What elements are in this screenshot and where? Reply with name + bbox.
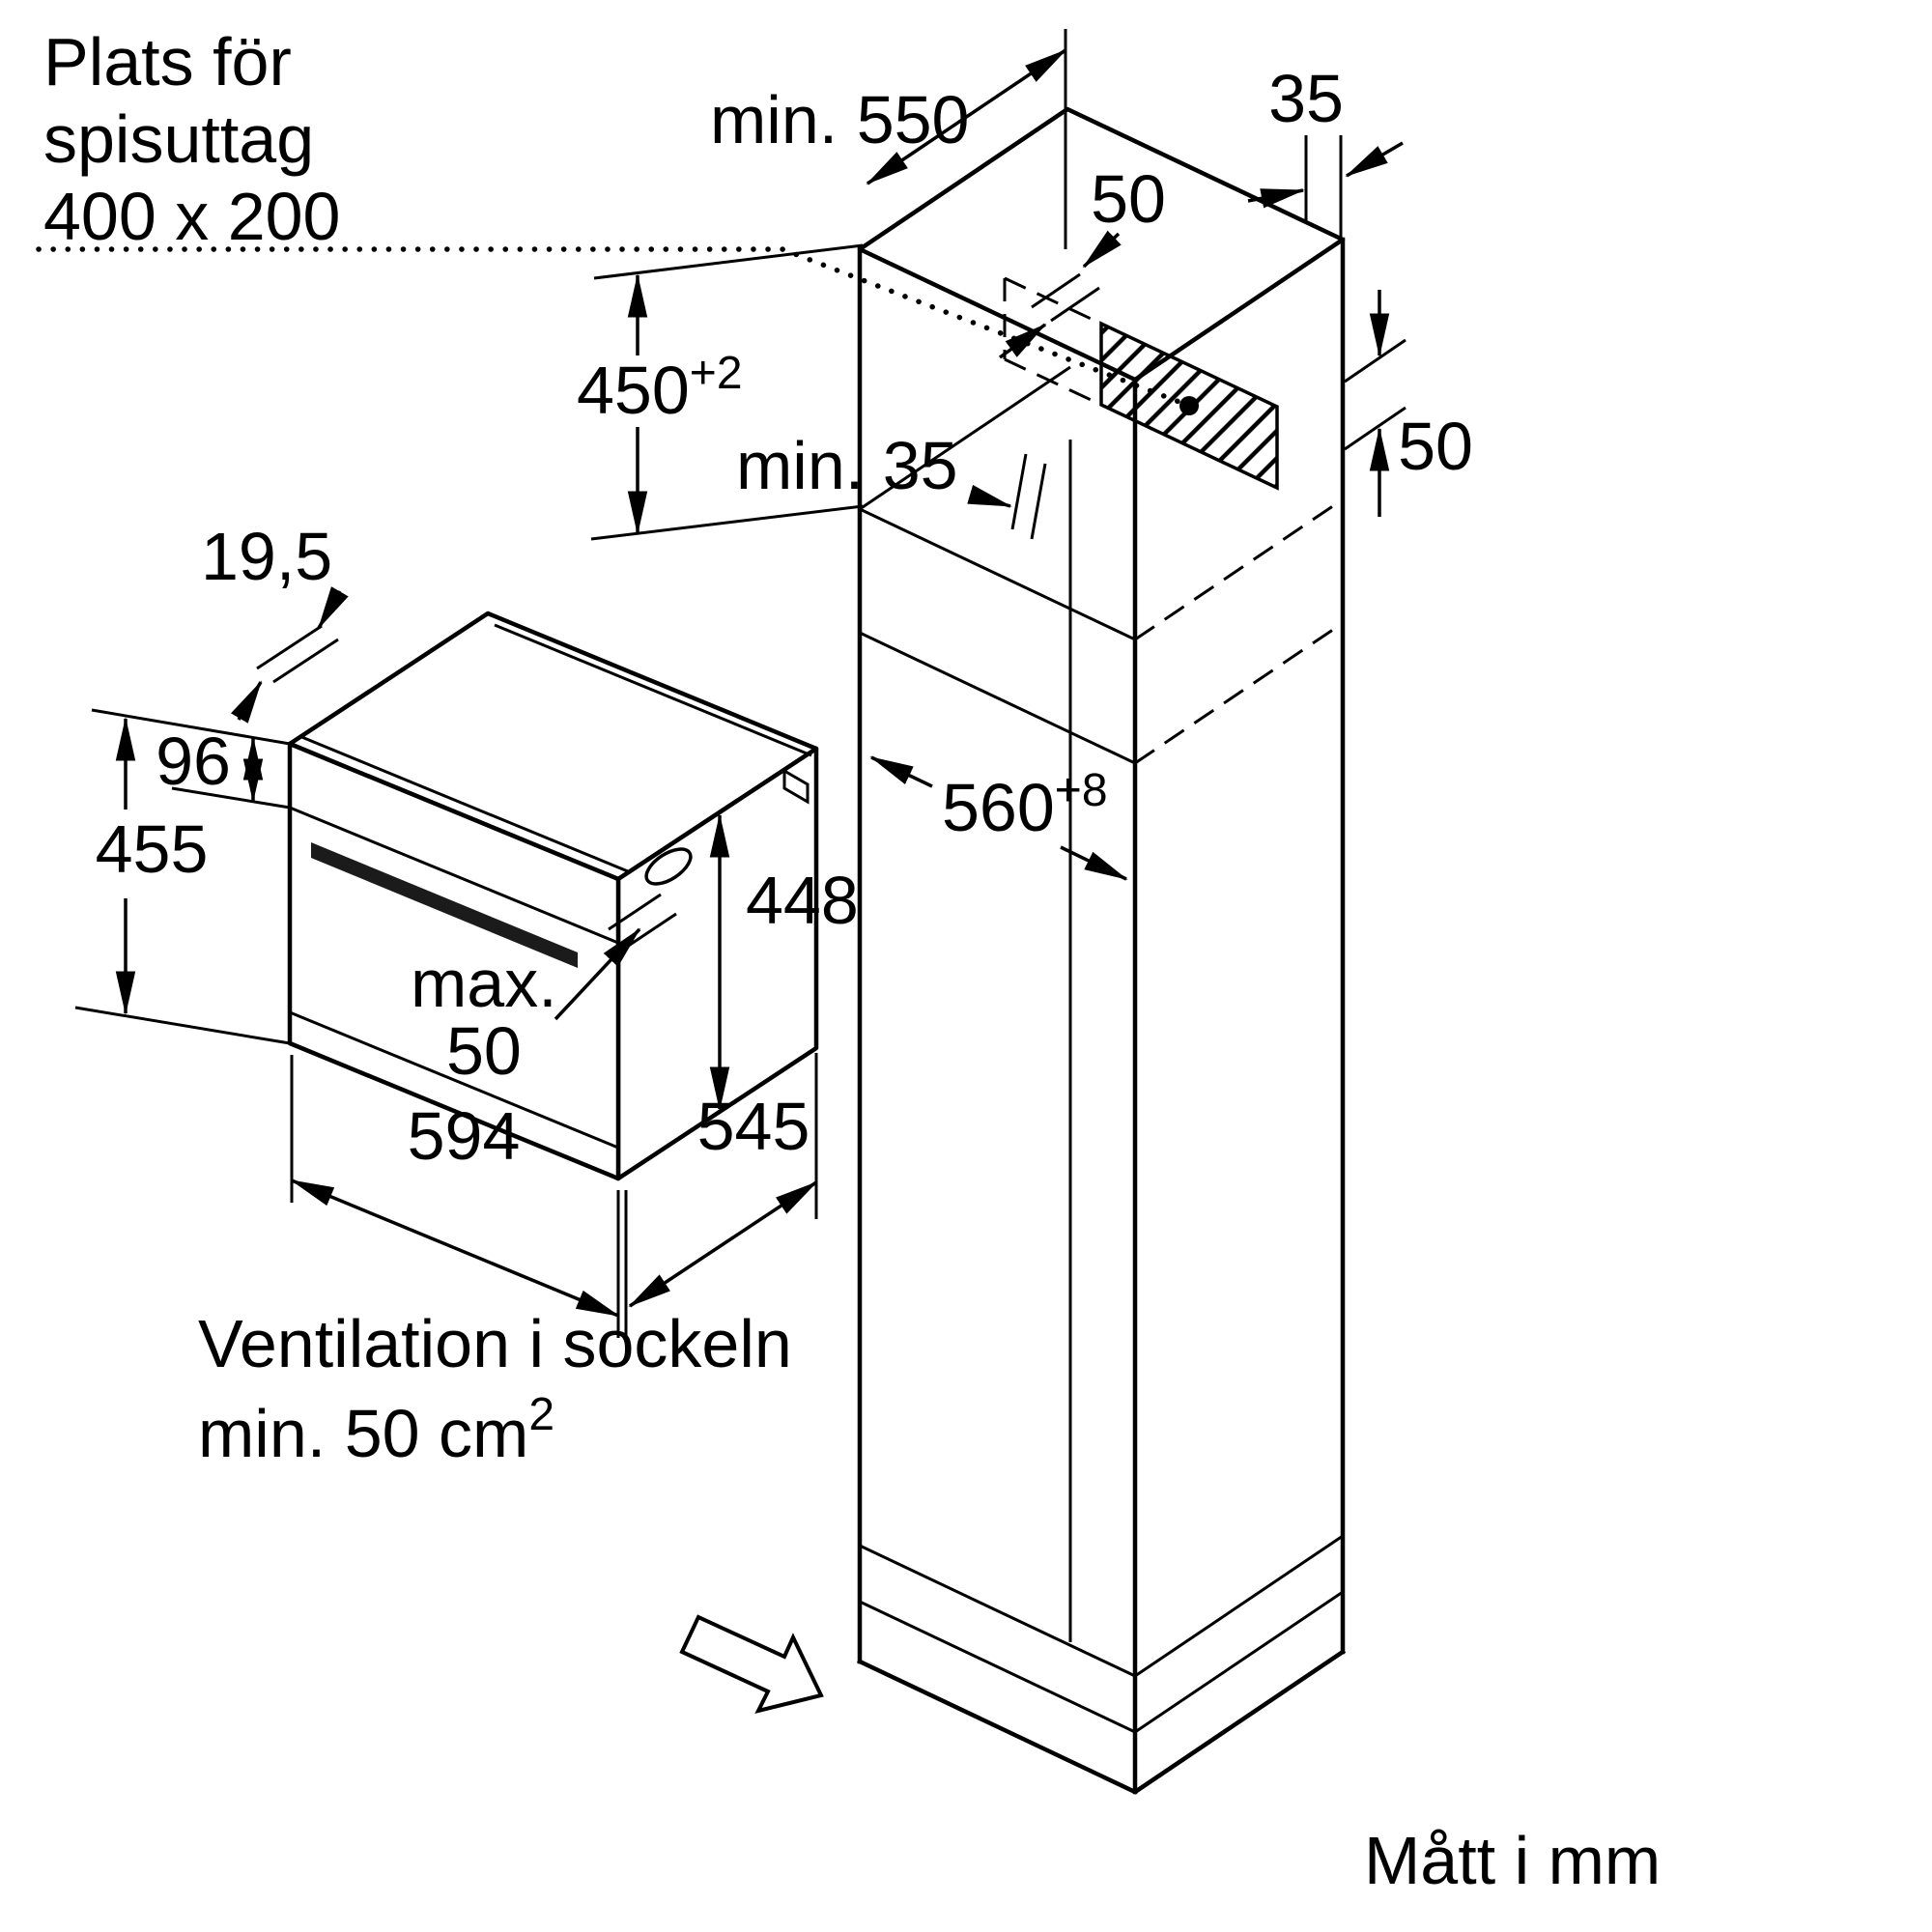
dim-frame-overhang-label: 19,5 <box>201 519 332 594</box>
dim-frame-overhang-arrow-upper <box>317 586 349 630</box>
dim-oven-height-label: 455 <box>96 811 209 887</box>
dim-clearance-leader-arrow <box>554 927 641 1021</box>
dim-niche-width-arrow-right <box>1060 845 1128 881</box>
outlet-note-line3: 400 x 200 <box>43 179 340 254</box>
oven-top-back-inner-line <box>494 623 812 757</box>
side-grip-cutout <box>644 847 693 886</box>
outlet-zone-center-dot <box>1179 396 1199 415</box>
niche-shelf-depth-edge <box>859 365 1071 511</box>
dim-rear-gap-arrow-right <box>1345 141 1404 178</box>
ext-line <box>593 243 864 280</box>
dim-niche-width-arrow-left <box>869 755 933 788</box>
niche-shelf-front-edge <box>859 507 1136 641</box>
cabinet-floor-side-edge <box>1134 1534 1344 1678</box>
door-bottom-seam-line <box>289 1010 619 1150</box>
outlet-note-line1: Plats för <box>43 24 292 99</box>
oven-frame-top-line <box>298 734 629 873</box>
dim-niche-height-label: 450+2 <box>577 348 743 428</box>
ext-line <box>74 1006 291 1045</box>
tick-line <box>1031 272 1081 309</box>
tick-line <box>1010 453 1028 530</box>
hidden-outlet-zone-top <box>1004 276 1102 326</box>
cabinet-bottom-edges <box>857 1648 1347 1795</box>
dim-outlet-side-offset-label: 50 <box>1398 409 1473 484</box>
tick-line <box>1030 463 1047 540</box>
dim-rear-gap-arrow-left <box>1247 188 1305 209</box>
hidden-shelf-edge-lower <box>1134 621 1344 765</box>
dimension-lines <box>74 29 1406 1338</box>
door-handle <box>311 842 578 968</box>
dim-oven-width-arrow <box>290 1179 620 1318</box>
ventilation-note-line2: min. 50 cm2 <box>198 1389 554 1471</box>
dim-rear-gap-label: 35 <box>1268 61 1344 136</box>
dim-outlet-top-arrow-lower <box>998 323 1047 359</box>
dim-shelf-gap-label: min. 35 <box>736 428 958 503</box>
dim-shelf-gap-arrow <box>967 484 1012 508</box>
plinth-airflow-arrow <box>679 1614 824 1714</box>
dim-body-depth-label: 545 <box>697 1089 810 1164</box>
ventilation-note-line1: Ventilation i sockeln <box>198 1306 792 1381</box>
tick-line <box>256 624 323 670</box>
dim-frame-overhang-arrow-lower <box>231 680 263 724</box>
control-panel-bottom-line <box>289 806 619 945</box>
dim-body-depth-arrow <box>628 1180 818 1308</box>
dim-panel-height-label: 96 <box>156 724 231 799</box>
dim-outlet-top-arrow-upper <box>1082 230 1122 269</box>
tick-line <box>1344 338 1406 384</box>
ext-line <box>171 786 291 810</box>
dim-cabinet-depth-arrow <box>866 48 1067 185</box>
tick-line <box>272 638 339 684</box>
dim-oven-width-label: 594 <box>408 1098 521 1174</box>
dim-clearance-value-label: 50 <box>446 1013 522 1089</box>
outlet-leader-dotted-line <box>36 246 1192 409</box>
niche-shelf-bottom-edge <box>859 631 1136 765</box>
side-mounting-notch <box>782 768 810 805</box>
dim-clearance-word-label: max. <box>411 946 557 1021</box>
dim-cabinet-depth-label: min. 550 <box>710 82 969 157</box>
hidden-shelf-edge-upper <box>1134 497 1344 641</box>
oven-front-face <box>287 741 621 1181</box>
outlet-note-line2: spisuttag <box>43 101 314 177</box>
hidden-outlet-zone-bottom <box>1004 357 1102 407</box>
labels: Plats för spisuttag 400 x 200 min. 550 3… <box>43 24 1661 1898</box>
cabinet-floor-front-edge <box>859 1544 1136 1678</box>
tick-line <box>608 893 662 931</box>
plinth-side-edge <box>1134 1590 1344 1734</box>
tick-line <box>1050 286 1100 323</box>
units-note: Mått i mm <box>1364 1823 1661 1898</box>
dim-niche-width-label: 560+8 <box>942 765 1108 845</box>
dim-body-height-label: 448 <box>746 863 859 938</box>
plinth-top-edge <box>859 1600 1136 1734</box>
dim-outlet-top-offset-label: 50 <box>1091 161 1166 237</box>
